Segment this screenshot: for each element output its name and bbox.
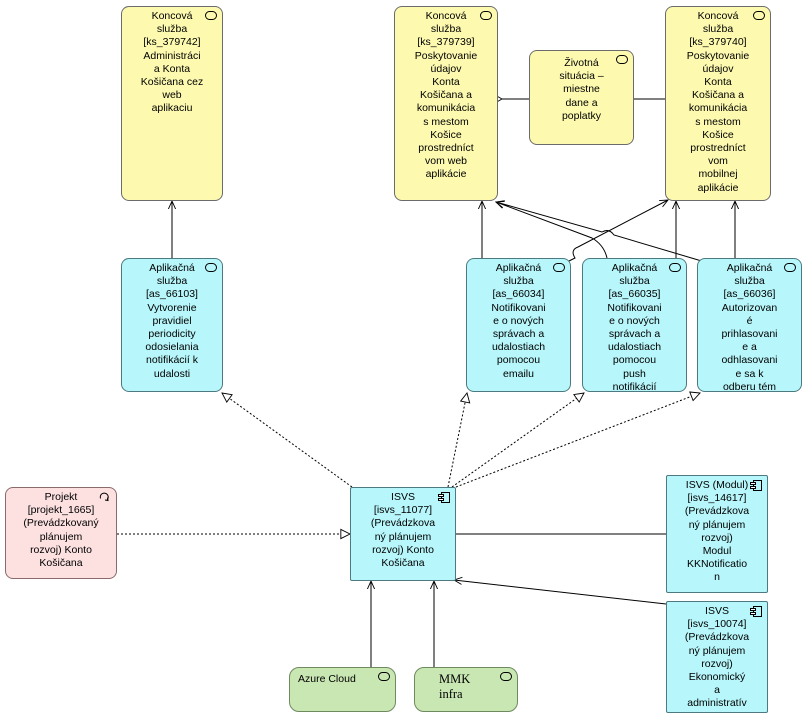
edge-isvs11077-as66034: [447, 393, 467, 488]
service-icon: [784, 263, 796, 272]
node-azure-cloud[interactable]: Azure Cloud: [289, 667, 396, 712]
service-icon: [205, 263, 217, 272]
node-zivotna-situacia[interactable]: Životná situácia – miestne dane a poplat…: [529, 50, 634, 145]
node-as-66035[interactable]: Aplikačná služba [as_66035] Notifikovani…: [582, 258, 687, 392]
node-isvs-10074-label: ISVS [isvs_10074] (Prevádzkova ný plánuj…: [684, 605, 750, 710]
edge-as66035-ks379739: [496, 202, 608, 259]
edge-isvs11077-as66036: [455, 393, 700, 488]
edge-isvs11077-as66103: [222, 393, 353, 488]
node-as-66034[interactable]: Aplikačná služba [as_66034] Notifikovani…: [466, 258, 571, 392]
service-icon: [753, 11, 765, 20]
node-mmk-infra[interactable]: MMK infra: [414, 667, 518, 712]
service-icon: [553, 263, 565, 272]
node-as-66103-label: Aplikačná služba [as_66103] Vytvorenie p…: [145, 262, 199, 380]
node-ks-379739-label: Koncová služba [ks_379739] Poskytovanie …: [414, 10, 478, 181]
edge-as66036-ks379739: [496, 202, 706, 263]
node-azure-cloud-label: Azure Cloud: [298, 673, 356, 685]
node-projekt-1665[interactable]: Projekt [projekt_1665] (Prevádzkovaný pl…: [5, 487, 117, 579]
node-as-66034-label: Aplikačná služba [as_66034] Notifikovani…: [491, 262, 546, 380]
node-isvs-14617[interactable]: ISVS (Modul) [isvs_14617] (Prevádzkova n…: [666, 475, 768, 593]
node-as-66036[interactable]: Aplikačná služba [as_66036] Autorizovan …: [697, 258, 802, 392]
node-projekt-1665-label: Projekt [projekt_1665] (Prevádzkovaný pl…: [23, 491, 99, 570]
service-icon: [669, 263, 681, 272]
component-icon: [438, 492, 450, 503]
edge-as66034-ks379740: [566, 200, 668, 263]
node-as-66103[interactable]: Aplikačná služba [as_66103] Vytvorenie p…: [121, 258, 223, 392]
node-ks-379740-label: Koncová služba [ks_379740] Poskytovanie …: [686, 10, 750, 194]
edge-isvs10074-isvs11077: [454, 580, 667, 605]
component-icon: [750, 606, 762, 617]
node-as-66035-label: Aplikačná služba [as_66035] Notifikovani…: [607, 262, 662, 392]
service-icon: [616, 55, 628, 64]
component-icon: [750, 480, 762, 491]
node-ks-379742-label: Koncová služba [ks_379742] Administráci …: [140, 10, 204, 115]
node-ks-379740[interactable]: Koncová služba [ks_379740] Poskytovanie …: [665, 6, 771, 201]
node-isvs-10074[interactable]: ISVS [isvs_10074] (Prevádzkova ný plánuj…: [666, 601, 768, 713]
node-ks-379742[interactable]: Koncová služba [ks_379742] Administráci …: [121, 6, 223, 201]
edge-isvs11077-as66035: [451, 393, 584, 488]
technology-icon: [378, 672, 390, 681]
service-icon: [205, 11, 217, 20]
node-isvs-14617-label: ISVS (Modul) [isvs_14617] (Prevádzkova n…: [684, 479, 750, 584]
node-isvs-11077-label: ISVS [isvs_11077] (Prevádzkova ný plánuj…: [370, 491, 436, 570]
node-as-66036-label: Aplikačná služba [as_66036] Autorizovan …: [721, 262, 778, 392]
node-zivotna-situacia-label: Životná situácia – miestne dane a poplat…: [559, 57, 604, 122]
technology-icon: [500, 672, 512, 681]
service-icon: [480, 11, 492, 20]
node-isvs-11077[interactable]: ISVS [isvs_11077] (Prevádzkova ný plánuj…: [350, 487, 456, 581]
process-icon: [99, 492, 111, 502]
node-ks-379739[interactable]: Koncová služba [ks_379739] Poskytovanie …: [394, 6, 498, 201]
node-mmk-infra-label: MMK infra: [439, 672, 471, 701]
